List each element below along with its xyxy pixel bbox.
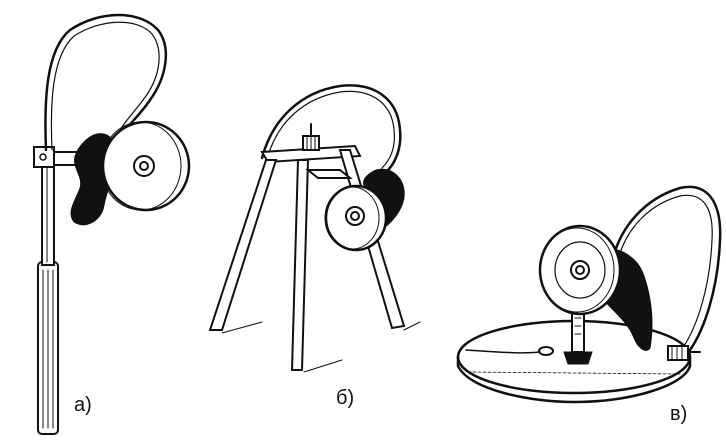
rod-grip xyxy=(37,261,59,435)
line-loop-c-inner xyxy=(617,194,713,347)
reel-arm xyxy=(305,169,353,179)
figure-b: б) xyxy=(208,84,421,409)
reel-disk xyxy=(100,120,191,212)
rod-tip-loop-inner xyxy=(50,21,160,151)
screw-eye xyxy=(538,346,554,356)
clamp-screw xyxy=(39,153,47,161)
label-a: а) xyxy=(74,394,92,416)
label-b: б) xyxy=(336,387,354,409)
reel-post xyxy=(563,311,593,365)
figure-a: а) xyxy=(33,13,191,435)
line-lead xyxy=(465,349,541,354)
reel-disk-c xyxy=(538,224,622,316)
tripod-leg-left xyxy=(208,159,278,331)
rod-tip-loop xyxy=(44,13,167,152)
plate-bolt xyxy=(667,345,689,361)
label-c: в) xyxy=(670,403,687,425)
line-arc-inner xyxy=(267,90,395,169)
reel-disk-b xyxy=(324,184,388,252)
tripod-leg-front xyxy=(290,159,310,371)
rod-shaft xyxy=(41,154,55,266)
figure-c: в) xyxy=(456,185,722,425)
line-arc-outer xyxy=(260,84,402,174)
rod-clamp xyxy=(33,146,55,168)
tripod-top-plate xyxy=(260,144,362,164)
line-loop-c xyxy=(610,185,722,352)
